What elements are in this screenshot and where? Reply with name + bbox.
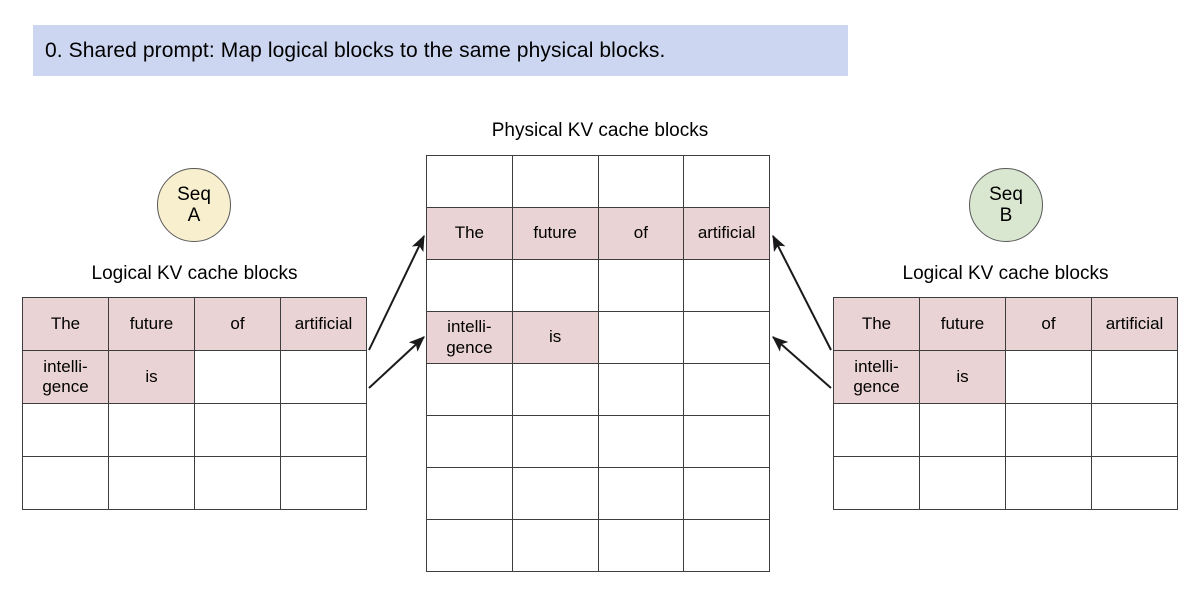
kv-cell-empty [1005, 403, 1092, 457]
kv-cell-empty [597, 467, 685, 520]
kv-cell-filled: artificial [683, 207, 770, 260]
kv-cell-empty [194, 403, 281, 457]
kv-cell-empty [280, 403, 367, 457]
kv-cell-empty [597, 363, 685, 416]
logical-blocks-caption-seq-a: Logical KV cache blocks [91, 263, 298, 284]
kv-cell-empty [833, 403, 920, 457]
kv-cell-empty [511, 415, 599, 468]
kv-grid-row [22, 403, 367, 457]
kv-cell-empty [683, 259, 770, 312]
kv-cell-empty [511, 363, 599, 416]
kv-cell-empty [1091, 403, 1178, 457]
kv-cell-empty [22, 456, 109, 510]
kv-cell-filled: future [108, 297, 195, 351]
kv-cell-empty [108, 403, 195, 457]
kv-cell-empty [194, 350, 281, 404]
kv-cell-empty [426, 363, 513, 416]
kv-cell-filled: artificial [1091, 297, 1178, 351]
kv-grid-row [833, 403, 1178, 457]
kv-grid-row [426, 363, 770, 416]
shared-prompt-banner: 0. Shared prompt: Map logical blocks to … [33, 25, 848, 76]
seq-b-label-line2: B [999, 205, 1013, 226]
shared-prompt-text: 0. Shared prompt: Map logical blocks to … [45, 38, 666, 62]
kv-cell-empty [108, 456, 195, 510]
kv-cell-empty [683, 415, 770, 468]
logical-blocks-caption-seq-b: Logical KV cache blocks [902, 263, 1109, 284]
kv-cell-empty [511, 519, 599, 572]
seq-a-label-line1: Seq [177, 183, 211, 205]
seq-b-badge: Seq B [969, 168, 1043, 242]
kv-cell-filled: intelli-gence [426, 311, 513, 364]
kv-cell-empty [833, 456, 920, 510]
kv-cell-empty [597, 155, 685, 208]
kv-cell-filled: The [22, 297, 109, 351]
kv-grid-row [426, 467, 770, 520]
arrow-seq-b-row2-to-physical-row4 [772, 336, 832, 389]
kv-cell-empty [597, 415, 685, 468]
arrow-seq-b-row1-to-physical-row2 [772, 234, 832, 351]
kv-cell-empty [919, 403, 1006, 457]
kv-grid-row [426, 519, 770, 572]
kv-cell-filled: The [426, 207, 513, 260]
kv-cell-empty [597, 259, 685, 312]
kv-cell-empty [683, 363, 770, 416]
kv-cell-empty [280, 456, 367, 510]
kv-cell-filled: of [1005, 297, 1092, 351]
kv-cell-empty [1091, 456, 1178, 510]
kv-cell-empty [426, 155, 513, 208]
physical-blocks-caption: Physical KV cache blocks [491, 120, 709, 141]
kv-cell-empty [683, 155, 770, 208]
kv-cell-empty [511, 467, 599, 520]
kv-cell-empty [194, 456, 281, 510]
kv-cell-filled: is [511, 311, 599, 364]
kv-cell-filled: intelli-gence [833, 350, 920, 404]
kv-cell-empty [426, 415, 513, 468]
kv-grid-row [833, 456, 1178, 510]
seq-a-badge: Seq A [157, 168, 231, 242]
kv-cell-empty [22, 403, 109, 457]
kv-cell-empty [683, 311, 770, 364]
kv-cell-empty [1091, 350, 1178, 404]
kv-cell-filled: is [108, 350, 195, 404]
kv-grid-row [426, 259, 770, 312]
kv-cell-empty [597, 519, 685, 572]
kv-grid-row [22, 456, 367, 510]
kv-cell-empty [426, 467, 513, 520]
kv-cell-empty [1005, 350, 1092, 404]
kv-grid-row [426, 155, 770, 208]
seq-a-label-line2: A [187, 205, 201, 226]
seq-b-label-line1: Seq [989, 183, 1023, 205]
kv-cell-empty [683, 467, 770, 520]
arrow-seq-a-row2-to-physical-row4 [368, 336, 425, 389]
kv-cell-empty [683, 519, 770, 572]
kv-cell-filled: future [919, 297, 1006, 351]
kv-cell-filled: artificial [280, 297, 367, 351]
kv-cell-filled: of [194, 297, 281, 351]
kv-cell-empty [919, 456, 1006, 510]
kv-cell-filled: is [919, 350, 1006, 404]
kv-cell-filled: future [511, 207, 599, 260]
arrow-seq-a-row1-to-physical-row2 [368, 234, 425, 351]
kv-cell-empty [511, 259, 599, 312]
kv-cell-filled: of [597, 207, 685, 260]
kv-grid-row [426, 415, 770, 468]
kv-cell-empty [1005, 456, 1092, 510]
kv-cell-empty [280, 350, 367, 404]
kv-cell-empty [511, 155, 599, 208]
kv-cell-empty [426, 259, 513, 312]
kv-cell-empty [597, 311, 685, 364]
kv-cell-empty [426, 519, 513, 572]
kv-cell-filled: intelli-gence [22, 350, 109, 404]
kv-cell-filled: The [833, 297, 920, 351]
